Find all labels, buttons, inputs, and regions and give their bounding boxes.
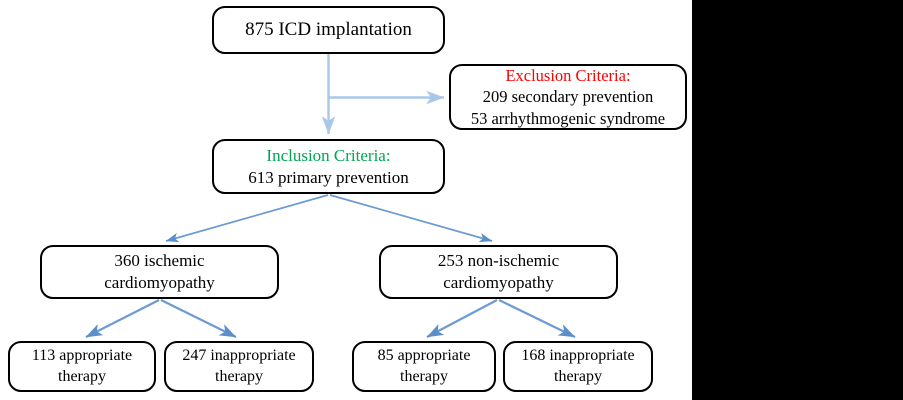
- edge-nonischemic-to-inappropriate: [498, 299, 576, 338]
- node-ischemic-cardiomyopathy[interactable]: 360 ischemic cardiomyopathy: [40, 245, 279, 299]
- exclusion-heading: Exclusion Criteria:: [505, 66, 631, 86]
- exclusion-arrhythmogenic-syndrome: 53 arrhythmogenic syndrome: [470, 108, 666, 128]
- ischemic-line-1: 360 ischemic: [114, 251, 205, 271]
- inclusion-heading: Inclusion Criteria:: [266, 145, 391, 165]
- node-inclusion-criteria[interactable]: Inclusion Criteria: 613 primary preventi…: [212, 139, 445, 194]
- edge-ischemic-to-appropriate: [85, 299, 160, 338]
- diagram-canvas: 875 ICD implantation Exclusion Criteria:…: [0, 0, 692, 400]
- edge-nonischemic-to-appropriate: [426, 299, 498, 338]
- nonischemic-appropriate-line-2: therapy: [400, 367, 448, 385]
- node-total-label: 875 ICD implantation: [245, 18, 412, 40]
- node-non-ischemic-appropriate-therapy[interactable]: 85 appropriate therapy: [352, 341, 496, 392]
- edge-inclusion-to-ischemic: [165, 194, 329, 243]
- inclusion-primary-prevention: 613 primary prevention: [248, 167, 409, 187]
- ischemic-appropriate-line-1: 113 appropriate: [31, 347, 133, 365]
- ischemic-appropriate-line-2: therapy: [58, 367, 106, 385]
- node-ischemic-inappropriate-therapy[interactable]: 247 inappropriate therapy: [164, 341, 314, 392]
- node-ischemic-appropriate-therapy[interactable]: 113 appropriate therapy: [8, 341, 156, 392]
- nonischemic-appropriate-line-1: 85 appropriate: [377, 347, 471, 365]
- ischemic-line-2: cardiomyopathy: [104, 273, 215, 292]
- edge-inclusion-to-nonischemic: [329, 194, 493, 243]
- ischemic-inappropriate-line-1: 247 inappropriate: [182, 347, 296, 365]
- node-non-ischemic-cardiomyopathy[interactable]: 253 non-ischemic cardiomyopathy: [379, 245, 618, 299]
- nonischemic-inappropriate-line-1: 168 inappropriate: [521, 347, 635, 365]
- node-non-ischemic-inappropriate-therapy[interactable]: 168 inappropriate therapy: [503, 341, 653, 392]
- nonischemic-inappropriate-line-2: therapy: [554, 367, 602, 385]
- nonischemic-line-2: cardiomyopathy: [443, 273, 554, 292]
- ischemic-inappropriate-line-2: therapy: [215, 367, 263, 385]
- nonischemic-line-1: 253 non-ischemic: [437, 251, 560, 271]
- connector-layer: [85, 54, 576, 338]
- black-side-panel: [692, 0, 903, 400]
- edge-total-to-exclusion: [327, 54, 445, 105]
- edge-ischemic-to-inappropriate: [160, 299, 237, 338]
- node-total-icd-implantation[interactable]: 875 ICD implantation: [212, 6, 445, 54]
- node-exclusion-criteria[interactable]: Exclusion Criteria: 209 secondary preven…: [449, 64, 687, 130]
- exclusion-secondary-prevention: 209 secondary prevention: [482, 87, 654, 107]
